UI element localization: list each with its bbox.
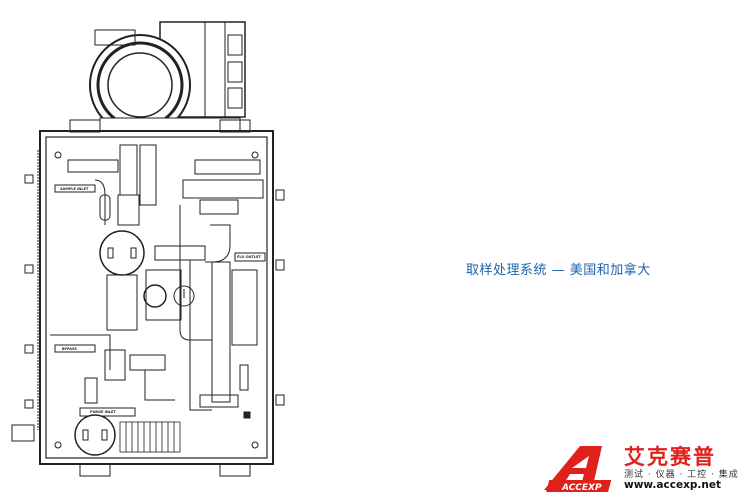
caption: 取样处理系统 — 美国和加拿大 xyxy=(466,263,651,278)
enclosure xyxy=(11,119,285,477)
svg-text:ACCEXP: ACCEXP xyxy=(561,483,602,493)
svg-text:PURGE INLET: PURGE INLET xyxy=(90,410,116,414)
accexp-logo-mark: ACCEXP xyxy=(544,446,612,493)
brand-logo[interactable]: ACCEXP 艾克赛普 测试 · 仪器 · 工控 · 集成 www.accexp… xyxy=(540,440,744,494)
svg-text:SAMPLE INLET: SAMPLE INLET xyxy=(60,187,89,191)
internal-components: SAMPLE INLET BYPASS PURGE INLET xyxy=(50,144,266,456)
brand-url[interactable]: www.accexp.net xyxy=(624,479,721,491)
brand-tagline: 测试 · 仪器 · 工控 · 集成 xyxy=(624,470,739,480)
brand-name: 艾克赛普 xyxy=(624,445,716,469)
transmitter-housing xyxy=(89,21,246,136)
svg-text:BYPASS: BYPASS xyxy=(62,347,77,351)
svg-text:FLO OUTLET: FLO OUTLET xyxy=(237,255,262,259)
